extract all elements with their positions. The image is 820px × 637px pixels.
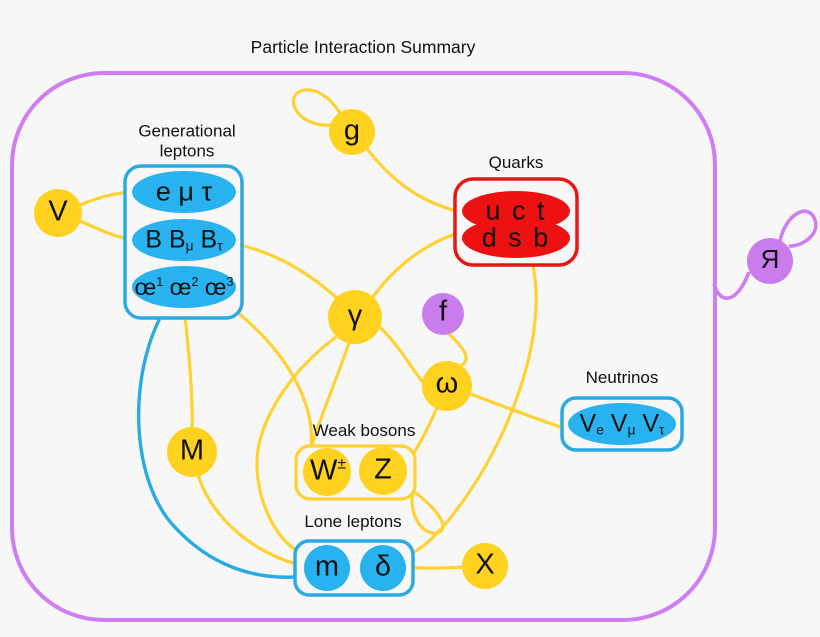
g-node-label: g (343, 114, 361, 147)
delta-node-label: δ (374, 550, 392, 583)
quarks-row1-text: u c t (485, 195, 547, 226)
edge-g-selfloop (291, 88, 342, 127)
m-node-circle (304, 545, 350, 591)
m-capital-node-label: M (179, 434, 205, 467)
neutrinos-label: Neutrinos (585, 368, 659, 388)
w-node-label: W± (309, 454, 347, 487)
interaction-edges-yellow (79, 88, 564, 570)
g-node-circle (329, 109, 375, 155)
lone-leptons-label: Lone leptons (304, 512, 402, 532)
v-node-label: V (48, 195, 68, 228)
delta-node-circle (360, 545, 406, 591)
z-node-label: Z (374, 453, 392, 486)
edge-leptons-lone-leptons-blue (136, 317, 297, 579)
f-node-label: f (438, 295, 448, 328)
leptons-row1-ellipse (132, 171, 236, 213)
quarks-row2-ellipse (462, 218, 570, 258)
x-node-label: X (475, 548, 495, 581)
quarks-row2-text: d s b (481, 222, 551, 253)
edge-ya-selfloop (778, 209, 818, 248)
generational-leptons-label-line2: leptons (159, 141, 215, 160)
edge-g-quarks (365, 148, 457, 213)
omega-node-circle (422, 361, 472, 411)
edge-lone-leptons-x (406, 565, 464, 570)
m-capital-node-circle (167, 427, 217, 477)
ya-node-label: Я (760, 244, 780, 275)
leptons-row3-ellipse (132, 266, 236, 308)
gamma-node-circle (328, 290, 382, 344)
leptons-row2-ellipse (132, 219, 236, 261)
leptons-row3-text: œ1 œ2 œ3 (134, 273, 234, 300)
v-node-circle (34, 189, 82, 237)
edge-gamma-w (309, 342, 351, 449)
edge-m-node-lone-leptons (196, 474, 304, 568)
gamma-node-label: γ (347, 299, 363, 332)
edge-leptons-m-node (182, 307, 194, 428)
edge-gamma-lone-leptons (255, 335, 337, 553)
edge-gamma-omega (378, 325, 425, 384)
edge-ya-boundary (712, 271, 751, 300)
edge-leptons-w (234, 309, 314, 449)
leptons-row2-text: B Bμ Bτ (145, 225, 223, 254)
quarks-label: Quarks (488, 153, 544, 173)
boundary-outline (10, 71, 717, 622)
edge-leptons-gamma (235, 242, 340, 301)
leptons-row1-text: e μ τ (155, 176, 213, 207)
x-node-circle (462, 543, 508, 589)
w-node-circle (303, 448, 351, 496)
edge-f-omega (447, 332, 468, 368)
neutrinos-row-text: Ve Vμ Vτ (579, 409, 665, 438)
interaction-edges-purple (712, 209, 818, 300)
page-title: Particle Interaction Summary (250, 36, 476, 57)
edge-z-selfloop (403, 482, 445, 535)
edge-omega-neutrinos (470, 392, 564, 430)
generational-leptons-label: Generational leptons (138, 121, 235, 160)
edge-quarks-gamma (371, 232, 456, 298)
omega-node-label: ω (435, 367, 459, 400)
f-node-circle (422, 293, 464, 335)
z-node-circle (359, 447, 407, 495)
neutrinos-ellipse (568, 403, 676, 445)
ya-node-circle (747, 238, 793, 284)
m-node-label: m (314, 550, 340, 583)
weak-bosons-label: Weak bosons (312, 421, 416, 441)
generational-leptons-label-line1: Generational (138, 121, 236, 141)
